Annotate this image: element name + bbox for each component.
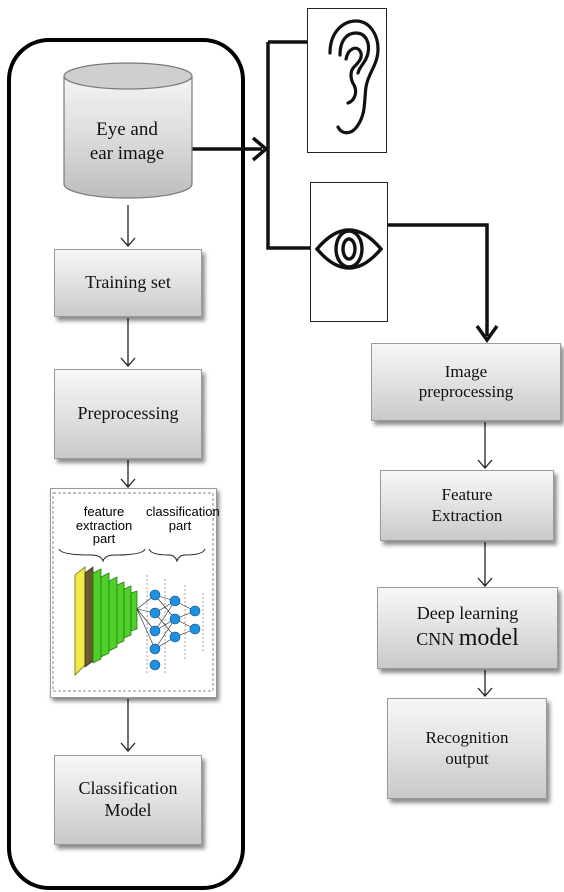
classification-model-box: Classification Model [54,755,202,845]
ear-icon-frame [307,8,387,153]
deep-learning-model-text: model [458,625,519,652]
classification-caption-line1: classification [146,504,220,519]
preprocessing-label: Preprocessing [77,403,179,424]
database-label-line1: Eye and [96,119,158,140]
feature-extraction-line2: Extraction [431,505,503,525]
training-set-box: Training set [54,249,202,317]
deep-learning-line1: Deep learning [416,602,519,623]
recognition-output-line2: output [445,748,489,768]
preprocessing-box: Preprocessing [54,369,202,459]
ear-icon [328,19,380,135]
image-preprocessing-line1: Image [444,361,488,381]
recognition-output-line1: Recognition [425,728,509,748]
classification-model-line2: Model [104,800,152,820]
database-label-line2: ear image [89,142,165,164]
training-set-label: Training set [85,272,171,293]
cnn-architecture-image: feature extraction part classification p… [50,488,220,698]
classification-model-line1: Classification [78,778,178,799]
image-preprocessing-box: Image preprocessing [371,343,561,421]
eye-icon-frame [310,182,388,322]
database-cylinder [63,62,193,199]
database-label: Eye and ear image [62,118,192,166]
classification-part-caption: classification part [146,504,220,533]
left-panel-frame [7,38,245,890]
image-preprocessing-line2: preprocessing [418,382,514,401]
feature-caption-line1: feature [83,504,125,519]
deep-learning-model-box: Deep learning CNN model [377,587,558,669]
eye-icon [314,228,384,270]
feature-caption-line2: extraction part [75,517,133,547]
feature-extraction-box: Feature Extraction [380,470,554,541]
classification-caption-line2: part [168,517,192,533]
deep-learning-cnn-text: CNN [416,629,459,650]
deep-learning-line2: CNN model [416,624,519,653]
recognition-output-box: Recognition output [387,698,547,799]
feature-extraction-line1: Feature [441,485,493,505]
feature-extraction-caption: feature extraction part [63,505,145,546]
